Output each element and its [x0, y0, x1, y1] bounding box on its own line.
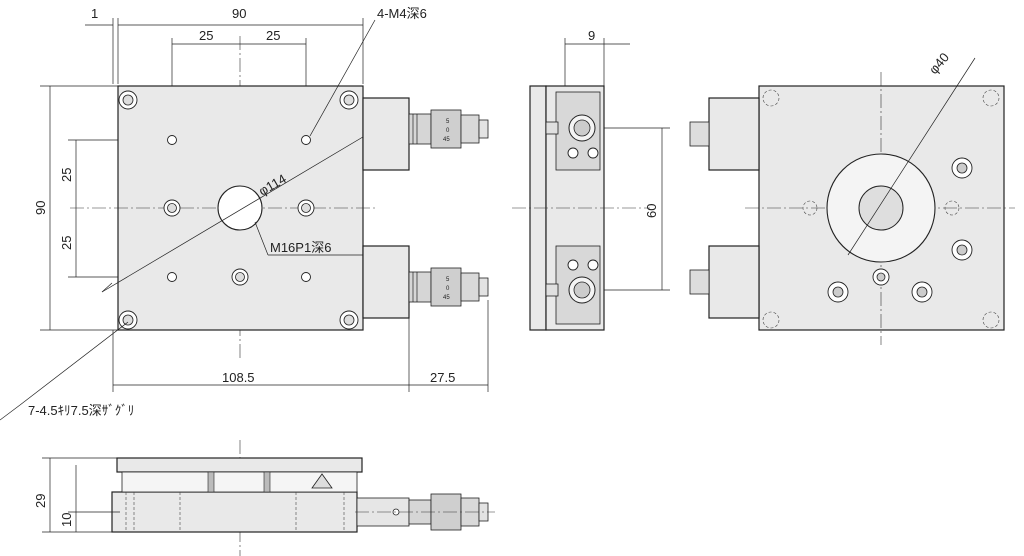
dim-90-left: 90: [33, 201, 48, 215]
corner-hole: [339, 310, 359, 330]
dim-9: 9: [588, 28, 595, 43]
label-holes: 7-4.5ｷﾘ7.5深ｻﾞｸﾞﾘ: [28, 403, 134, 418]
label-m4: 4-M4深6: [377, 6, 427, 21]
m4-hole: [301, 272, 311, 282]
scale-45: 45: [443, 137, 450, 143]
corner-hole: [339, 90, 359, 110]
corner-hole: [118, 90, 138, 110]
dim-10: 10: [59, 513, 74, 527]
scale-5: 5: [446, 277, 450, 283]
m4-hole: [167, 135, 177, 145]
dim-90-top: 90: [232, 6, 246, 21]
dim-25-d: 25: [59, 236, 74, 250]
dim-27-5: 27.5: [430, 370, 455, 385]
dim-108-5: 108.5: [222, 370, 255, 385]
top-view: [0, 18, 489, 421]
dim-29: 29: [33, 494, 48, 508]
bottom-view: [689, 57, 1015, 345]
micrometer-top: [408, 109, 489, 149]
side-view: [512, 38, 670, 331]
scale-0: 0: [446, 128, 450, 134]
dim-phi40: φ40: [926, 50, 952, 77]
dim-60: 60: [644, 204, 659, 218]
dim-25-c: 25: [59, 168, 74, 182]
m4-hole: [167, 272, 177, 282]
scale-45: 45: [443, 295, 450, 301]
dim-25-b: 25: [266, 28, 280, 43]
label-m16: M16P1深6: [270, 240, 331, 255]
m16-hole: [217, 185, 263, 231]
m4-hole: [301, 135, 311, 145]
scale-5: 5: [446, 119, 450, 125]
scale-0: 0: [446, 286, 450, 292]
dim-25-a: 25: [199, 28, 213, 43]
dim-1: 1: [91, 6, 98, 21]
corner-hole: [118, 310, 138, 330]
front-view: [42, 440, 495, 556]
micrometer-bottom: [408, 267, 489, 307]
